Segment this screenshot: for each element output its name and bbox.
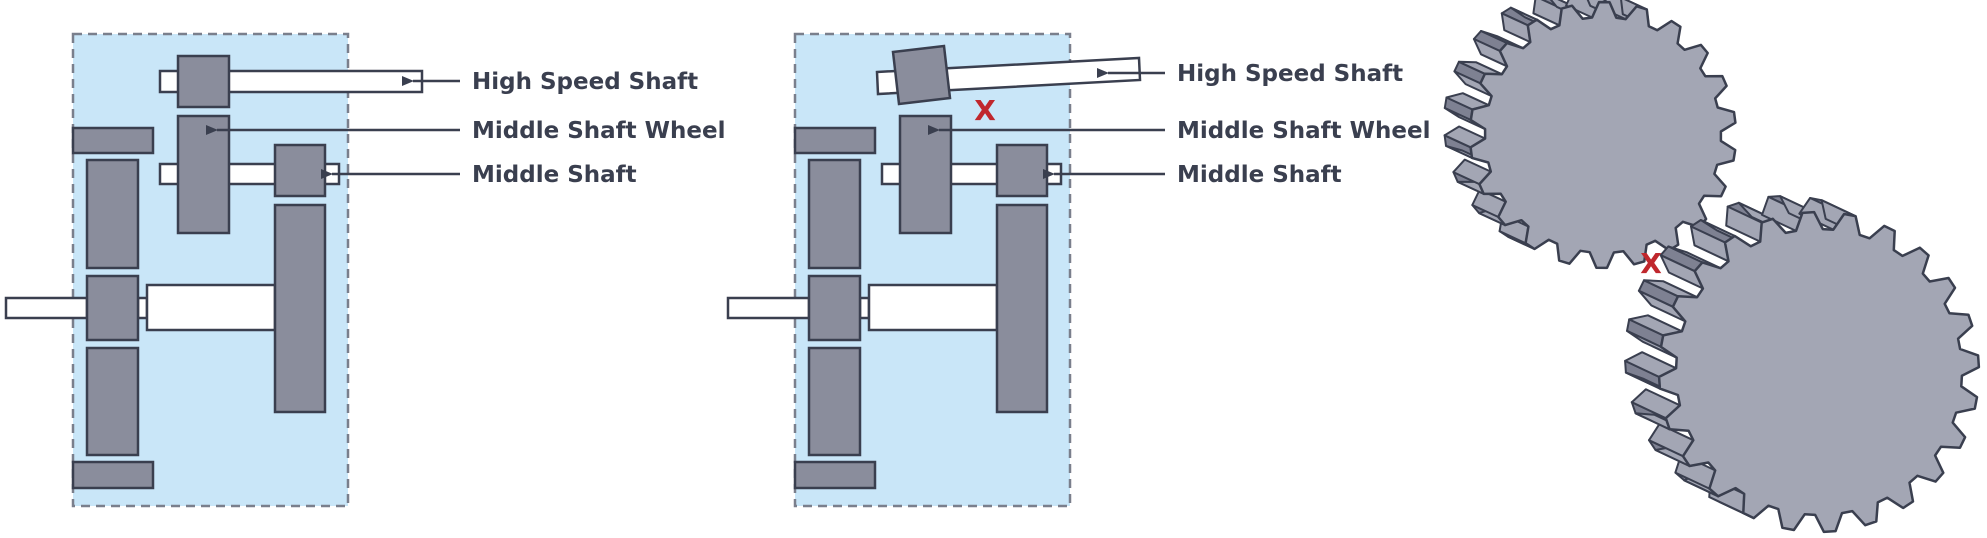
high-speed-pinion — [176, 54, 231, 109]
middle-shaft-wheel — [176, 114, 231, 235]
large-gear — [1624, 195, 1981, 534]
label-middle-shaft-wheel: Middle Shaft Wheel — [472, 118, 725, 144]
left-lower-block — [807, 346, 862, 457]
label-middle-shaft: Middle Shaft — [1177, 162, 1342, 188]
misalignment-mark: X — [974, 94, 996, 127]
gear-mesh-mark: X — [1640, 247, 1662, 280]
top-left-bearing — [793, 126, 877, 155]
input-shaft-stub — [4, 296, 89, 320]
gearbox-misaligned: X High Speed Shaft Middle Shaft Wheel Mi… — [726, 32, 1430, 508]
input-shaft-collar — [858, 296, 871, 320]
label-middle-shaft: Middle Shaft — [472, 162, 637, 188]
gear-face — [1469, 0, 1737, 270]
gearbox-aligned: High Speed Shaft Middle Shaft Wheel Midd… — [4, 32, 725, 508]
input-pinion — [85, 274, 140, 342]
small-gear — [1443, 0, 1737, 270]
input-pinion — [807, 274, 862, 342]
output-gear — [273, 203, 327, 414]
input-shaft-stub — [726, 296, 811, 320]
input-shaft-collar — [136, 296, 149, 320]
low-speed-shaft — [145, 283, 277, 332]
label-high-speed-shaft: High Speed Shaft — [1177, 61, 1403, 87]
output-gear — [995, 203, 1049, 414]
low-speed-shaft — [867, 283, 999, 332]
middle-shaft-pinion — [995, 143, 1049, 198]
middle-shaft-wheel — [898, 114, 953, 235]
label-middle-shaft-wheel: Middle Shaft Wheel — [1177, 118, 1430, 144]
top-left-bearing — [71, 126, 155, 155]
gear-face — [1657, 210, 1981, 534]
bottom-left-bearing — [793, 460, 877, 490]
left-lower-block — [85, 346, 140, 457]
left-upper-block — [807, 158, 862, 270]
left-upper-block — [85, 158, 140, 270]
label-high-speed-shaft: High Speed Shaft — [472, 69, 698, 95]
high-speed-pinion-tilted — [891, 44, 952, 106]
bottom-left-bearing — [71, 460, 155, 490]
middle-shaft-pinion — [273, 143, 327, 198]
gear-pair: X — [1443, 0, 1981, 534]
